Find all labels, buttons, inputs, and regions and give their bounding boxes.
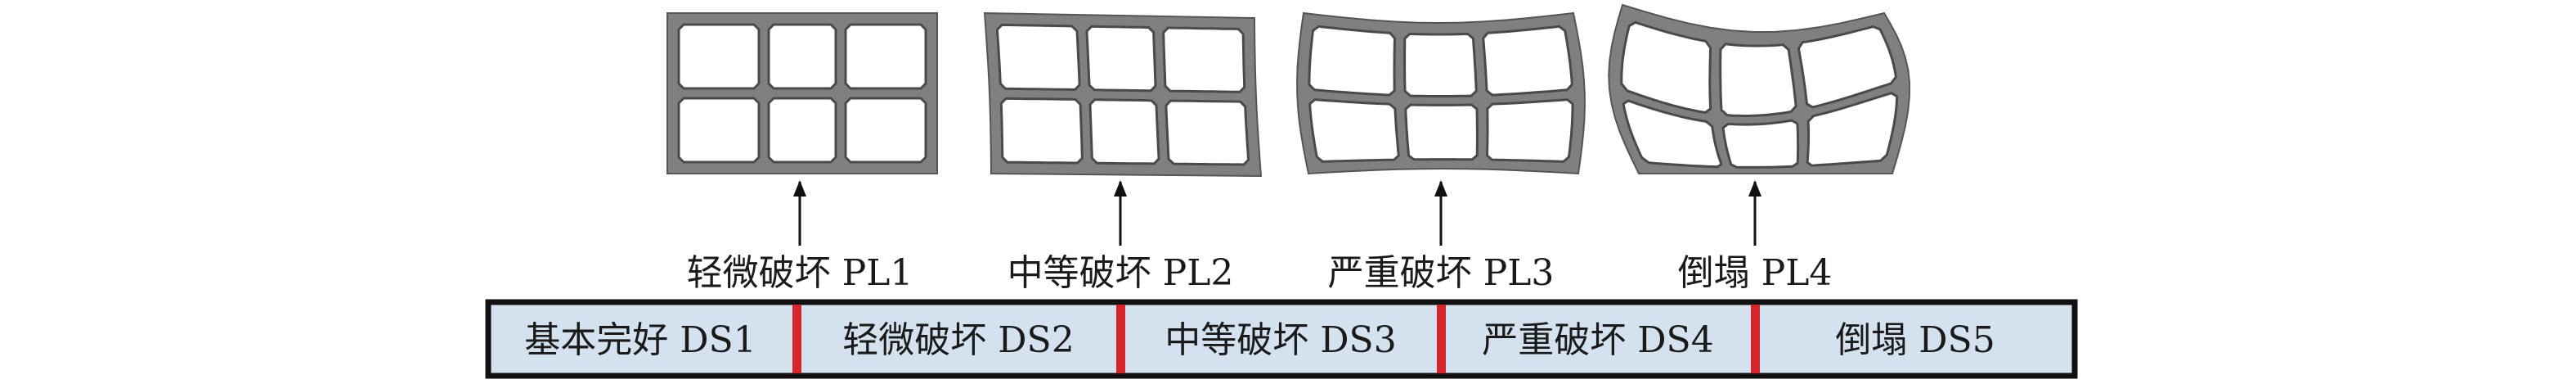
frame-opening <box>1797 25 1897 109</box>
arrow-head-pl4 <box>1748 180 1761 197</box>
frame-opening <box>1806 92 1899 167</box>
frame-opening <box>995 23 1081 91</box>
ds1-label: 基本完好 DS1 <box>524 319 756 361</box>
arrows <box>793 180 1761 246</box>
divider-3 <box>1437 305 1446 373</box>
frame-opening <box>767 97 837 164</box>
frame-pl3 <box>1296 11 1586 175</box>
frame-opening <box>1308 25 1396 97</box>
arrow-head-pl3 <box>1434 180 1447 197</box>
frame-opening <box>1620 20 1712 114</box>
frame-opening <box>677 97 761 164</box>
bar-background <box>485 299 2078 379</box>
arrow-head-pl1 <box>793 180 806 197</box>
frame-opening <box>677 23 761 90</box>
frame-opening <box>1085 25 1157 93</box>
frame-opening <box>844 97 927 164</box>
pl2-label: 中等破坏 PL2 <box>1008 252 1234 294</box>
frame-pl2 <box>983 11 1263 178</box>
ds3-label: 中等破坏 DS3 <box>1165 319 1396 361</box>
divider-2 <box>1116 305 1125 373</box>
divider-1 <box>792 305 801 373</box>
frame-opening <box>767 23 837 90</box>
ds4-label: 严重破坏 DS4 <box>1482 319 1713 361</box>
frame-opening <box>844 23 927 90</box>
damage-state-bar: 基本完好 DS1 轻微破坏 DS2 中等破坏 DS3 严重破坏 DS4 倒塌 D… <box>485 299 2078 379</box>
frame-pl4 <box>1608 3 1911 174</box>
frame-opening <box>1719 43 1797 117</box>
ds5-label: 倒塌 DS5 <box>1835 319 1995 361</box>
divider-4 <box>1751 305 1760 373</box>
frame-opening <box>999 97 1084 165</box>
frame-opening <box>1721 119 1800 169</box>
pl4-label: 倒塌 PL4 <box>1678 252 1833 294</box>
frame-opening <box>1165 99 1250 166</box>
ds2-label: 轻微破坏 DS2 <box>842 319 1074 361</box>
frame-opening <box>1622 99 1723 169</box>
frame-opening <box>1403 32 1478 97</box>
frame-pl1 <box>666 12 938 174</box>
performance-level-labels: 轻微破坏 PL1 中等破坏 PL2 严重破坏 PL3 倒塌 PL4 <box>687 252 1833 294</box>
frame-opening <box>1404 103 1479 161</box>
arrow-head-pl2 <box>1114 180 1127 197</box>
frame-opening <box>1482 25 1573 97</box>
pl1-label: 轻微破坏 PL1 <box>687 252 913 294</box>
frame-opening <box>1486 98 1574 163</box>
frame-opening <box>1162 26 1246 93</box>
deformed-frames <box>666 3 1911 178</box>
pl3-label: 严重破坏 PL3 <box>1328 252 1555 294</box>
frame-opening <box>1088 98 1160 165</box>
frame-opening <box>1308 98 1400 163</box>
